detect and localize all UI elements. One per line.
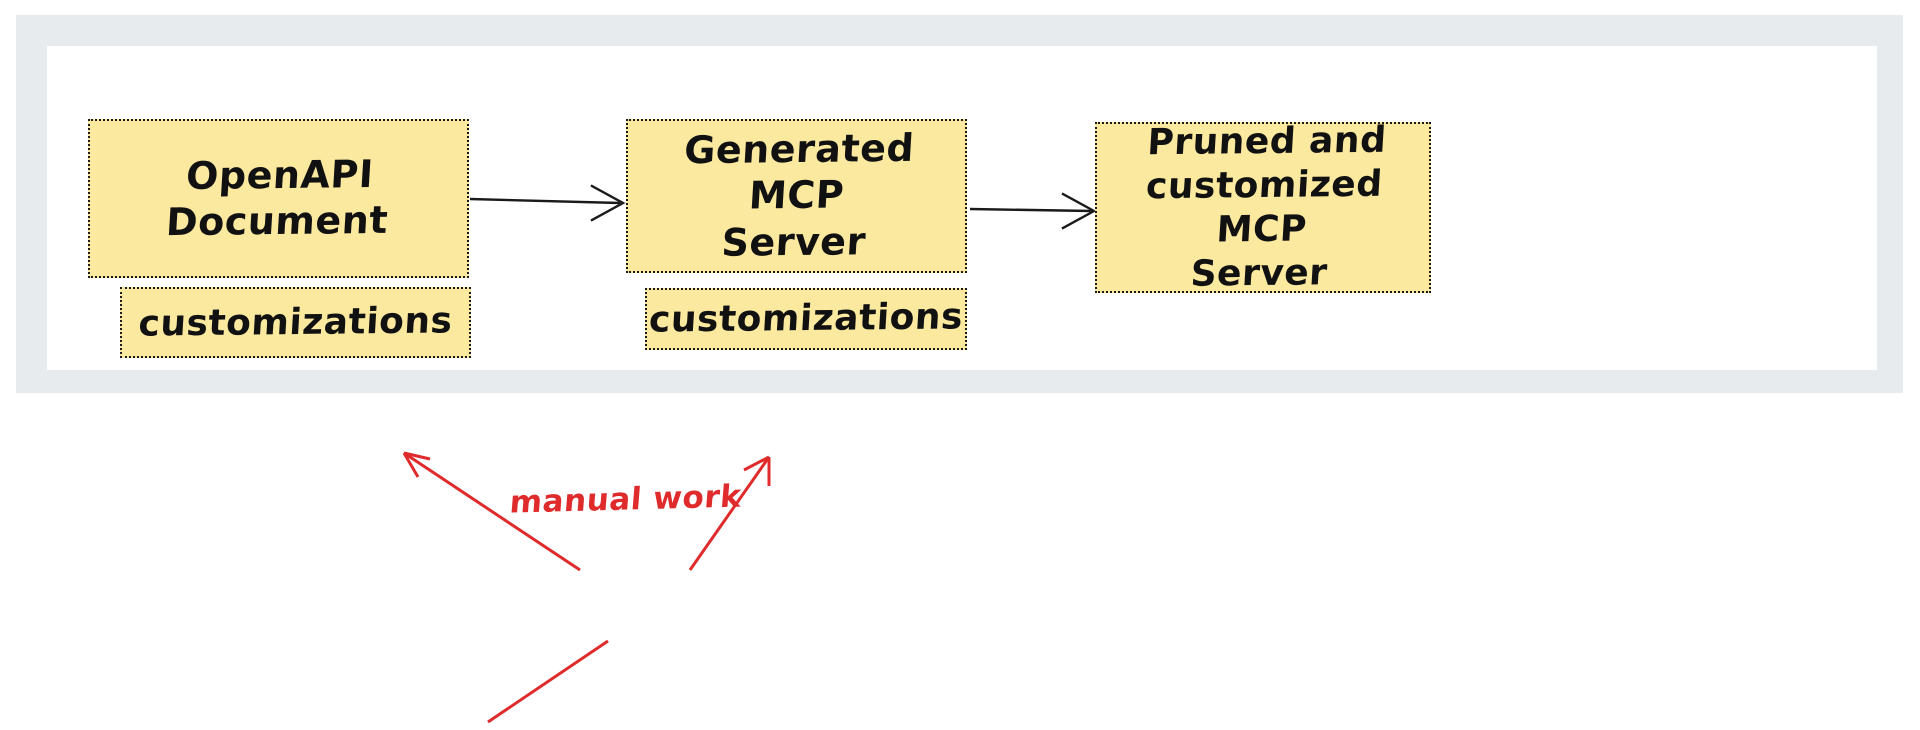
node-customizations-generated[interactable]: customizations: [645, 288, 967, 350]
manual-work-arrow-tail: [487, 639, 609, 724]
node-customizations-generated-label: customizations: [647, 296, 965, 341]
node-customizations-openapi-label: customizations: [137, 299, 454, 345]
manual-work-annotation-label: manual work: [508, 478, 743, 521]
node-customizations-openapi[interactable]: customizations: [120, 287, 471, 358]
